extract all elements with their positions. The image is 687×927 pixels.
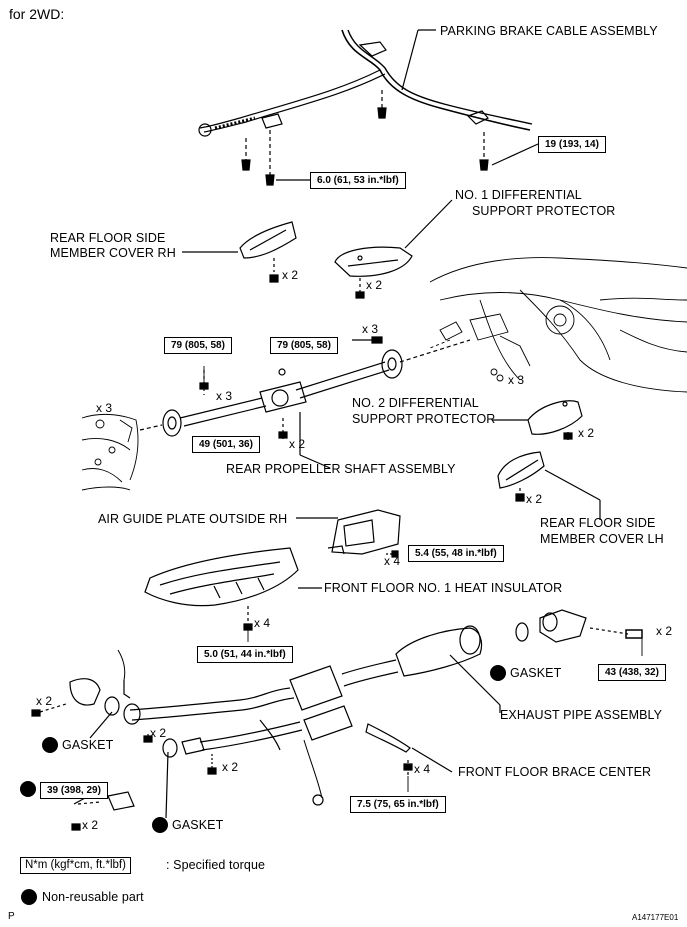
torque-box-6-0: 6.0 (61, 53 in.*lbf) — [310, 172, 406, 189]
propeller-shaft — [139, 336, 471, 469]
qty-x4-brace: x 4 — [414, 762, 431, 776]
label-rear-propeller-shaft: REAR PROPELLER SHAFT ASSEMBLY — [226, 462, 456, 476]
legend-nonreusable-dot — [21, 889, 37, 905]
no2-diff-protector-shape — [492, 400, 583, 440]
parking-brake-cable — [198, 29, 539, 186]
label-rear-floor-rh-line2: MEMBER COVER RH — [50, 246, 176, 260]
qty-x2-front-flange: x 2 — [36, 694, 53, 708]
air-guide-plate-shape — [296, 509, 401, 558]
label-front-floor-brace: FRONT FLOOR BRACE CENTER — [458, 765, 652, 779]
qty-x2-lower-flange: x 2 — [222, 760, 239, 774]
leader-lines — [203, 366, 643, 792]
page-title: for 2WD: — [9, 6, 65, 22]
label-no2-diff-line1: NO. 2 DIFFERENTIAL — [352, 396, 479, 410]
brace-center-shape — [365, 723, 453, 776]
torque-box-79-left: 79 (805, 58) — [164, 337, 232, 354]
qty-x3-shaft-bolt: x 3 — [216, 389, 233, 403]
label-gasket-right: GASKET — [510, 666, 562, 680]
label-heat-insulator: FRONT FLOOR NO. 1 HEAT INSULATOR — [324, 581, 563, 595]
exhaust-pipe-shape — [31, 609, 643, 831]
qty-x2-bottom-flange: x 2 — [82, 818, 99, 832]
qty-x3-trans-flange: x 3 — [96, 401, 113, 415]
torque-box-49: 49 (501, 36) — [192, 436, 260, 453]
label-rear-floor-lh-line1: REAR FLOOR SIDE — [540, 516, 656, 530]
label-gasket-bottom: GASKET — [172, 818, 224, 832]
rear-axle-outline — [429, 257, 687, 393]
legend-torque-text: : Specified torque — [166, 858, 266, 872]
nonreusable-dot-gasket-bottom — [152, 817, 168, 833]
legend-nonreusable-text: Non-reusable part — [42, 890, 144, 904]
transmission-outline — [81, 413, 139, 491]
qty-x2-center-flange: x 2 — [150, 726, 167, 740]
no1-diff-protector-shape — [334, 199, 453, 299]
footer-left: P — [8, 911, 15, 922]
qty-x3-diff-flange: x 3 — [362, 322, 379, 336]
label-no1-diff-line1: NO. 1 DIFFERENTIAL — [455, 188, 582, 202]
qty-x2-rear-flange: x 2 — [656, 624, 673, 638]
nonreusable-dot-gasket-left — [42, 737, 58, 753]
rear-floor-cover-rh-shape — [182, 221, 297, 283]
qty-x4-heat-insulator: x 4 — [254, 616, 271, 630]
torque-box-19: 19 (193, 14) — [538, 136, 606, 153]
label-parking-brake-cable: PARKING BRAKE CABLE ASSEMBLY — [440, 24, 658, 38]
torque-box-5-0: 5.0 (51, 44 in.*lbf) — [197, 646, 293, 663]
heat-insulator-shape — [144, 547, 322, 631]
nonreusable-dot-39 — [20, 781, 36, 797]
qty-x2-rh-cover: x 2 — [282, 268, 299, 282]
label-gasket-left: GASKET — [62, 738, 114, 752]
label-no2-diff-line2: SUPPORT PROTECTOR — [352, 412, 496, 426]
torque-box-39: 39 (398, 29) — [40, 782, 108, 799]
legend-torque-box: N*m (kgf*cm, ft.*lbf) — [20, 857, 131, 874]
torque-box-7-5: 7.5 (75, 65 in.*lbf) — [350, 796, 446, 813]
qty-x3-diff-nut: x 3 — [508, 373, 525, 387]
nonreusable-dot-gasket-right — [490, 665, 506, 681]
qty-x4-air-guide: x 4 — [384, 554, 401, 568]
label-rear-floor-rh-line1: REAR FLOOR SIDE — [50, 231, 166, 245]
label-no1-diff-line2: SUPPORT PROTECTOR — [472, 204, 616, 218]
label-exhaust-pipe: EXHAUST PIPE ASSEMBLY — [500, 708, 663, 722]
torque-box-43: 43 (438, 32) — [598, 664, 666, 681]
footer-figure-id: A147177E01 — [632, 913, 679, 922]
qty-x2-lh-cover: x 2 — [526, 492, 543, 506]
label-rear-floor-lh-line2: MEMBER COVER LH — [540, 532, 664, 546]
qty-x2-no2-protector: x 2 — [578, 426, 595, 440]
torque-box-79-right: 79 (805, 58) — [270, 337, 338, 354]
torque-box-5-4: 5.4 (55, 48 in.*lbf) — [408, 545, 504, 562]
qty-x2-no1-protector: x 2 — [366, 278, 383, 292]
qty-x2-center-bearing: x 2 — [289, 437, 306, 451]
rear-floor-cover-lh-shape — [497, 451, 601, 520]
label-air-guide-plate: AIR GUIDE PLATE OUTSIDE RH — [98, 512, 288, 526]
